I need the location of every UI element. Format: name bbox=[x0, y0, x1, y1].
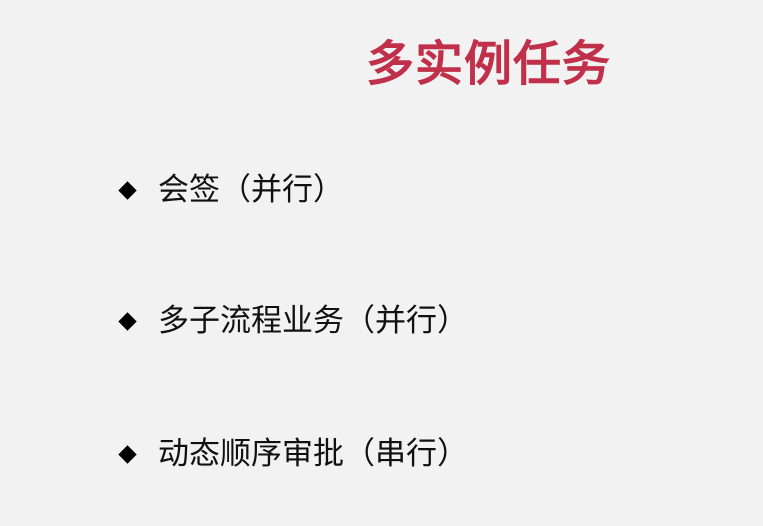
bullet-list: 会签（并行） 多子流程业务（并行） 动态顺序审批（串行） bbox=[118, 0, 738, 526]
bullet-text: 多子流程业务（并行） bbox=[158, 303, 468, 339]
bullet-text: 动态顺序审批（串行） bbox=[158, 436, 468, 472]
bullet-item: 会签（并行） bbox=[118, 170, 344, 210]
diamond-bullet-icon bbox=[118, 181, 137, 200]
diamond-bullet-icon bbox=[118, 312, 137, 331]
bullet-item: 动态顺序审批（串行） bbox=[118, 434, 468, 474]
bullet-text: 会签（并行） bbox=[158, 172, 344, 208]
bullet-item: 多子流程业务（并行） bbox=[118, 301, 468, 341]
diamond-bullet-icon bbox=[118, 445, 137, 464]
slide-title: 多实例任务 bbox=[366, 36, 612, 92]
